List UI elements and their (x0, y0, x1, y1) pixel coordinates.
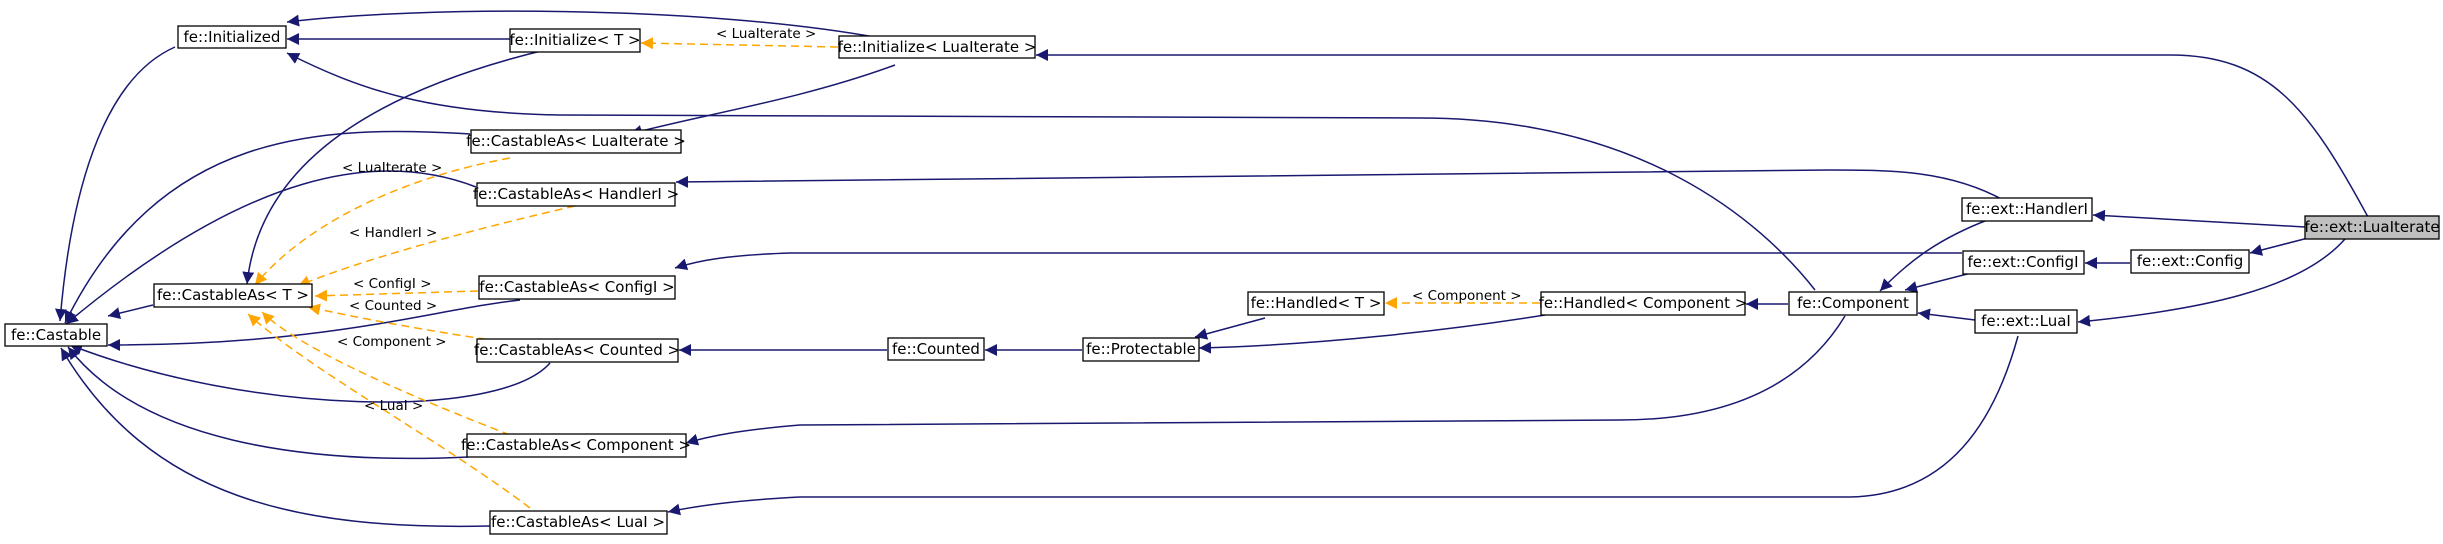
edge-castableas-configi-castable (107, 299, 521, 351)
edge-component-initialized (286, 52, 1816, 291)
edge-label-component-handled: < Component > (1412, 288, 1522, 304)
node-castable[interactable]: fe::Castable (4, 323, 108, 347)
node-label: fe::CastableAs< LuaI > (491, 513, 665, 531)
node-label: fe::CastableAs< T > (157, 286, 309, 304)
edge-castableas-component-castable (67, 346, 469, 460)
node-handled-t[interactable]: fe::Handled< T > (1247, 291, 1385, 316)
node-luai[interactable]: fe::ext::LuaI (1974, 309, 2078, 334)
edge-label-component-castable: < Component > (337, 334, 447, 350)
node-luaiterate[interactable]: fe::ext::LuaIterate (2304, 215, 2440, 240)
edge-label-luai: < LuaI > (364, 398, 423, 414)
edge-luaiterate-handleri (2092, 209, 2306, 228)
edge-label-handleri: < HandlerI > (349, 225, 437, 241)
edge-castableas-t-castable (107, 304, 154, 319)
edge-labels: < LuaIterate > < LuaIterate > < HandlerI… (337, 26, 1522, 414)
edge-template-luai-castableas-t (247, 313, 531, 509)
edge-initialize-lua-initialize-t (640, 37, 839, 50)
edge-luaiterate-config (2249, 236, 2313, 256)
node-config[interactable]: fe::ext::Config (2130, 249, 2250, 274)
node-label: fe::CastableAs< ConfigI > (479, 278, 674, 296)
edge-label-luaiterate-castable: < LuaIterate > (342, 160, 442, 176)
edge-configi-castableas-configi (674, 252, 1962, 271)
edge-handleri-component (1879, 218, 1991, 292)
edge-template-component-castableas-t (261, 311, 511, 436)
edge-luaiterate-luai (2077, 238, 2346, 327)
edges (55, 10, 2369, 528)
node-label: fe::Castable (11, 326, 101, 344)
edge-castableas-handleri-castable (65, 170, 477, 325)
node-label: fe::CastableAs< HandlerI > (473, 185, 679, 203)
node-label: fe::ext::LuaIterate (2304, 218, 2439, 236)
node-initialize-t[interactable]: fe::Initialize< T > (509, 28, 641, 53)
nodes: fe::Castable fe::Initialized fe::Initial… (4, 25, 2440, 535)
node-label: fe::Component (1797, 294, 1909, 312)
node-configi[interactable]: fe::ext::ConfigI (1962, 250, 2085, 275)
edge-initialize-t-castableas-t (242, 49, 546, 285)
node-label: fe::ext::Config (2137, 252, 2244, 270)
node-handled-component[interactable]: fe::Handled< Component > (1539, 291, 1748, 316)
node-label: fe::CastableAs< Counted > (474, 341, 680, 359)
node-label: fe::Protectable (1086, 340, 1196, 358)
node-label: fe::CastableAs< LuaIterate > (466, 132, 686, 150)
node-label: fe::ext::ConfigI (1968, 253, 2079, 271)
edge-template-counted-castableas-t (307, 303, 513, 344)
node-label: fe::Handled< T > (1251, 294, 1382, 312)
edge-template-handleri-castableas-t (297, 205, 576, 287)
node-label: fe::Initialized (184, 28, 281, 46)
edge-luaiterate-initialize-lua (1036, 49, 2369, 218)
edge-template-lua-castableas-t (254, 157, 511, 286)
node-castableas-component[interactable]: fe::CastableAs< Component > (461, 433, 691, 458)
node-label: fe::CastableAs< Component > (461, 436, 691, 454)
node-castableas-counted[interactable]: fe::CastableAs< Counted > (474, 338, 680, 363)
node-label: fe::ext::HandlerI (1966, 200, 2088, 218)
edge-initialized-castable (55, 46, 176, 322)
node-castableas-luai[interactable]: fe::CastableAs< LuaI > (489, 510, 668, 535)
edge-label-configi: < ConfigI > (353, 276, 432, 292)
node-castableas-luaiterate[interactable]: fe::CastableAs< LuaIterate > (466, 129, 686, 154)
node-castableas-configi[interactable]: fe::CastableAs< ConfigI > (478, 275, 676, 300)
node-castableas-handleri[interactable]: fe::CastableAs< HandlerI > (473, 182, 679, 207)
edge-configi-component (1904, 271, 1976, 293)
edge-handleri-castableas-handleri (675, 169, 2006, 202)
edge-castableas-counted-castable (69, 343, 551, 403)
edge-handled-component-protectable (1198, 314, 1546, 354)
node-initialized[interactable]: fe::Initialized (177, 25, 287, 49)
edge-initialize-lua-initialized (286, 10, 881, 39)
node-label: fe::ext::LuaI (1981, 312, 2071, 330)
edge-luai-component (1917, 308, 1976, 321)
edge-luai-castableas-luai (667, 335, 2019, 516)
node-label: fe::Initialize< T > (509, 31, 640, 49)
edge-handled-t-protectable (1194, 317, 1266, 340)
edge-initialize-lua-castableas-lua (629, 64, 896, 137)
node-label: fe::Handled< Component > (1539, 294, 1748, 312)
node-protectable[interactable]: fe::Protectable (1082, 337, 1200, 362)
edge-castableas-lua-castable (64, 130, 471, 324)
node-handleri[interactable]: fe::ext::HandlerI (1961, 197, 2093, 222)
edge-label-counted: < Counted > (349, 298, 437, 314)
edge-template-configi-castableas-t (314, 289, 479, 302)
edge-label-luaiterate: < LuaIterate > (716, 26, 816, 42)
edge-castableas-luai-castable (60, 347, 491, 528)
node-castableas-t[interactable]: fe::CastableAs< T > (153, 283, 313, 308)
node-component[interactable]: fe::Component (1788, 291, 1918, 316)
node-label: fe::Initialize< LuaIterate > (838, 38, 1037, 56)
node-initialize-luaiterate[interactable]: fe::Initialize< LuaIterate > (838, 35, 1037, 59)
node-label: fe::Counted (892, 340, 980, 358)
edge-component-castableas-component (685, 315, 1846, 446)
node-counted[interactable]: fe::Counted (887, 337, 985, 361)
